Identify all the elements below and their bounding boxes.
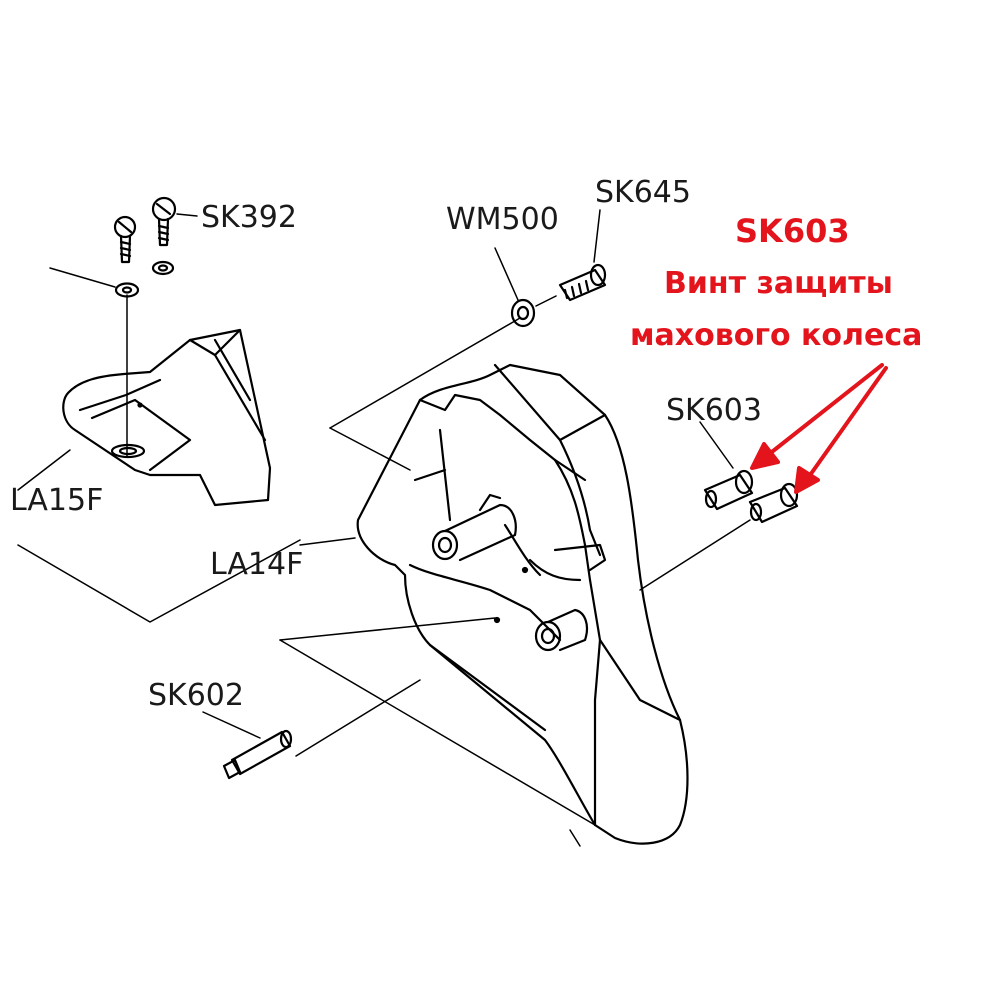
washer xyxy=(114,282,140,298)
callout-line2: махового колеса xyxy=(630,318,923,353)
label-la15f: LA15F xyxy=(10,483,104,518)
label-sk645: SK645 xyxy=(595,175,691,210)
slot-hole xyxy=(110,443,146,459)
assembly-lines xyxy=(17,317,751,847)
label-sk603: SK603 xyxy=(666,393,762,428)
la14f-part xyxy=(356,363,689,845)
callout-line1: Винт защиты xyxy=(664,266,893,301)
wm500-washer xyxy=(494,247,536,328)
callout-code: SK603 xyxy=(735,212,850,250)
sk603-screws xyxy=(699,421,799,524)
label-la14f: LA14F xyxy=(210,547,304,582)
label-sk602: SK602 xyxy=(148,678,244,713)
washer xyxy=(151,260,175,276)
label-wm500: WM500 xyxy=(446,202,559,237)
label-sk392: SK392 xyxy=(201,200,297,235)
sk392-screws xyxy=(49,196,198,298)
sk645-screw xyxy=(535,209,607,307)
la15f-part xyxy=(62,294,272,507)
callout-arrows xyxy=(750,363,888,494)
sk602-pin xyxy=(202,711,293,780)
